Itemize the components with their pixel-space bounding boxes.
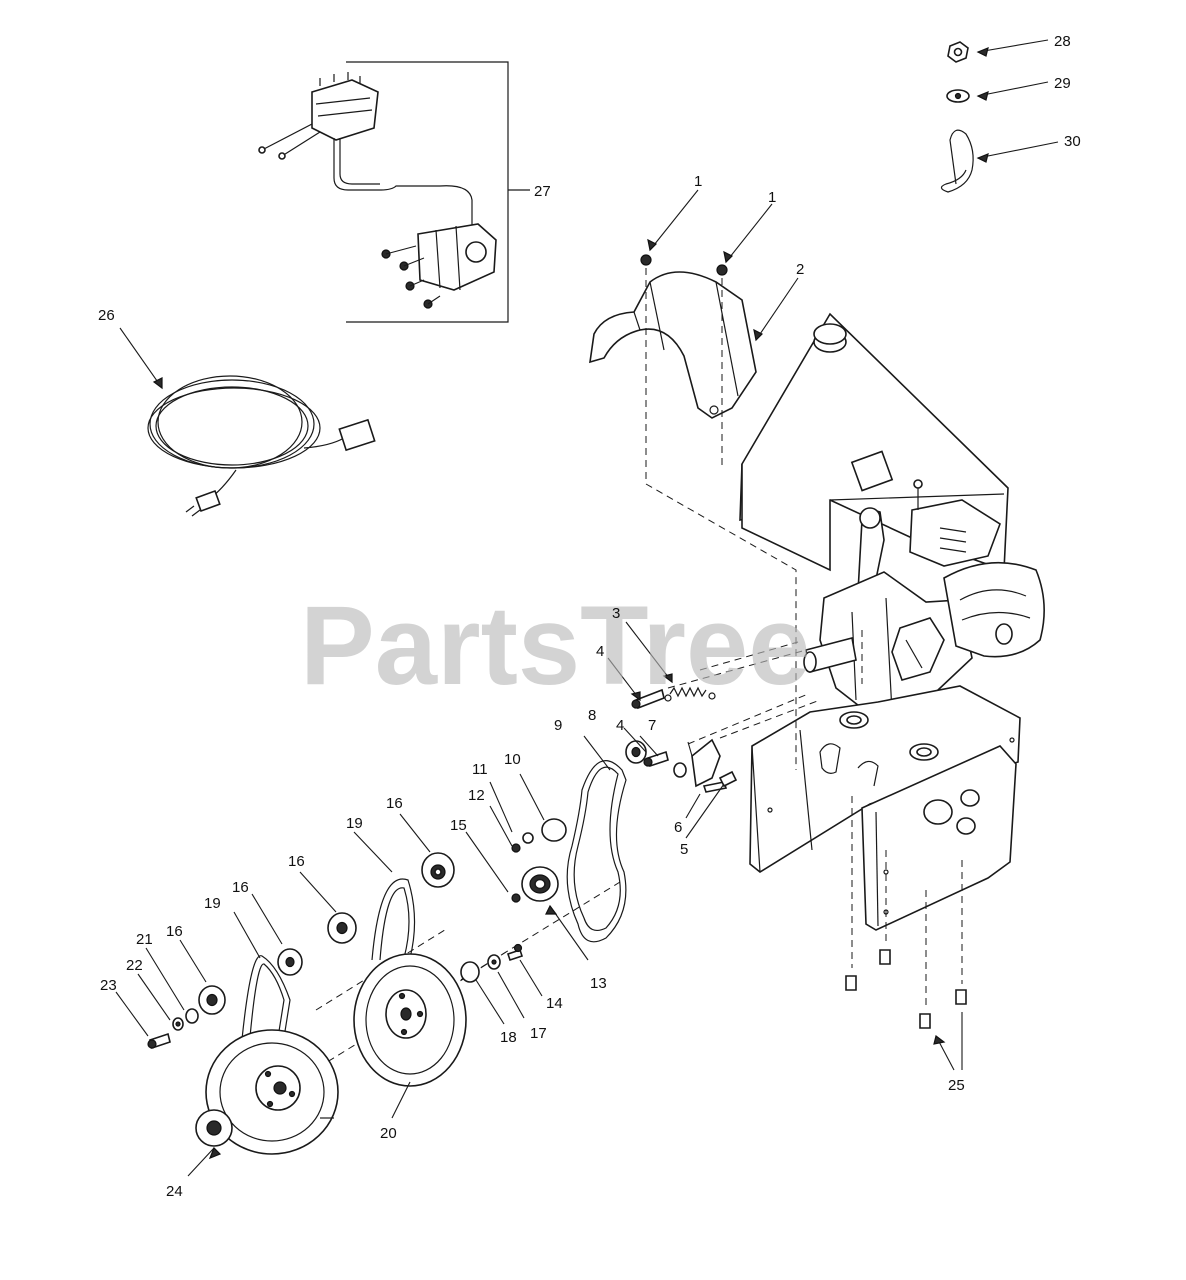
nut-washer-hairpin-set — [940, 41, 974, 193]
callout-29: 29 — [1054, 75, 1071, 92]
callout-6: 6 — [674, 819, 682, 836]
callout-15: 15 — [450, 817, 467, 834]
callout-7: 7 — [648, 717, 656, 734]
callout-26: 26 — [98, 307, 115, 324]
electric-starter-switch-assembly — [258, 61, 530, 323]
callout-16: 16 — [288, 853, 305, 870]
callout-arrowheads — [152, 47, 989, 1160]
callout-5: 5 — [680, 841, 688, 858]
frame-bolts — [845, 949, 967, 1029]
callout-19: 19 — [204, 895, 221, 912]
callout-2: 2 — [796, 261, 804, 278]
callout-1: 1 — [768, 189, 776, 206]
callout-16: 16 — [386, 795, 403, 812]
callout-4: 4 — [596, 643, 604, 660]
callout-23: 23 — [100, 977, 117, 994]
callout-3: 3 — [612, 605, 620, 622]
extension-cord — [147, 375, 376, 517]
callout-numbers: 1 1 2 3 4 4 5 6 7 8 9 10 11 12 13 14 15 … — [98, 33, 1081, 1200]
callout-14: 14 — [546, 995, 563, 1012]
callout-21: 21 — [136, 931, 153, 948]
callout-17: 17 — [530, 1025, 547, 1042]
idler-and-belt-9 — [421, 740, 647, 943]
callout-27: 27 — [534, 183, 551, 200]
parts-tree-watermark: PartsTree — [300, 583, 811, 708]
callout-28: 28 — [1054, 33, 1071, 50]
callout-16: 16 — [166, 923, 183, 940]
callout-18: 18 — [500, 1029, 517, 1046]
callout-25: 25 — [948, 1077, 965, 1094]
callout-8: 8 — [588, 707, 596, 724]
frame-chassis — [749, 685, 1021, 931]
callout-11: 11 — [472, 761, 488, 778]
callout-20: 20 — [380, 1125, 397, 1142]
callout-10: 10 — [504, 751, 521, 768]
idler-spring-and-hardware — [631, 686, 738, 793]
engine-assembly — [739, 312, 1045, 717]
callout-24: 24 — [166, 1183, 183, 1200]
callout-12: 12 — [468, 787, 485, 804]
drive-pulley-and-belt — [147, 948, 339, 1155]
belt-cover — [589, 254, 757, 419]
callout-1: 1 — [694, 173, 702, 190]
callout-19: 19 — [346, 815, 363, 832]
auger-pulley-and-belt-19 — [327, 878, 524, 1087]
callout-4: 4 — [616, 717, 624, 734]
callout-22: 22 — [126, 957, 143, 974]
callout-16: 16 — [232, 879, 249, 896]
callout-9: 9 — [554, 717, 562, 734]
callout-30: 30 — [1064, 133, 1081, 150]
callout-13: 13 — [590, 975, 607, 992]
callout-leader-lines — [115, 39, 1059, 1177]
